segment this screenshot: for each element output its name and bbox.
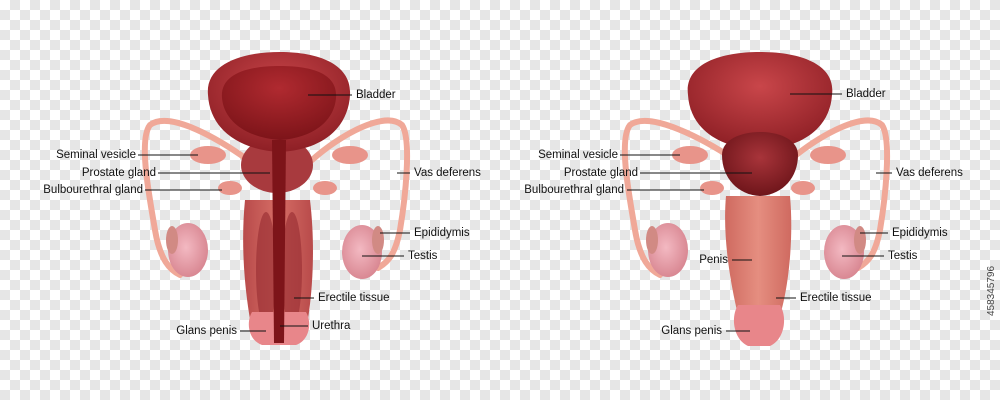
right-pointer-lines xyxy=(620,93,892,332)
image-id-text: 458345796 xyxy=(986,265,997,316)
right-bulbourethral-r xyxy=(791,181,815,195)
left-testis-l xyxy=(168,223,208,277)
left-seminal-vesicle-r xyxy=(332,146,368,164)
right-label-penis: Penis xyxy=(699,254,728,266)
left-vas-deferens-right xyxy=(309,117,411,271)
right-epididymis-r xyxy=(854,226,866,254)
left-urethra xyxy=(272,140,286,343)
right-epididymis-l xyxy=(646,226,658,254)
right-bulbourethral-l xyxy=(700,181,724,195)
left-label-erectile-tissue: Erectile tissue xyxy=(318,292,390,304)
left-bulbourethral-r xyxy=(313,181,337,195)
right-label-vas-deferens: Vas deferens xyxy=(896,167,963,179)
left-label-bulbourethral-gland: Bulbourethral gland xyxy=(43,184,143,196)
left-bulbourethral-l xyxy=(218,181,242,195)
right-label-erectile-tissue: Erectile tissue xyxy=(800,292,872,304)
left-label-urethra: Urethra xyxy=(312,320,351,332)
left-label-prostate-gland: Prostate gland xyxy=(81,167,156,179)
left-diagram-figure xyxy=(141,52,411,345)
left-pointer-lines xyxy=(138,94,410,332)
right-prostate xyxy=(722,132,798,196)
left-corpus-cavernosum-l xyxy=(256,212,276,328)
left-epididymis-l xyxy=(166,226,178,254)
right-label-seminal-vesicle: Seminal vesicle xyxy=(538,149,618,161)
right-testis-l xyxy=(648,223,688,277)
left-label-bladder: Bladder xyxy=(356,89,396,101)
left-label-epididymis: Epididymis xyxy=(414,227,470,239)
right-penis-shaft xyxy=(725,196,792,315)
left-bladder-inner xyxy=(221,66,337,140)
left-testis-r xyxy=(342,225,382,279)
left-label-testis: Testis xyxy=(408,250,438,262)
left-seminal-vesicle-l xyxy=(190,146,226,164)
left-label-seminal-vesicle: Seminal vesicle xyxy=(56,149,136,161)
right-vas-deferens-right xyxy=(787,117,891,271)
right-label-epididymis: Epididymis xyxy=(892,227,948,239)
right-label-glans-penis: Glans penis xyxy=(661,325,722,337)
right-diagram-figure xyxy=(621,52,891,346)
right-vas-deferens-left xyxy=(621,117,738,278)
right-seminal-vesicle-r xyxy=(810,146,846,164)
right-label-testis: Testis xyxy=(888,250,918,262)
left-vas-deferens-left xyxy=(141,117,251,278)
right-seminal-vesicle-l xyxy=(672,146,708,164)
right-glans xyxy=(733,305,785,346)
right-label-bulbourethral-gland: Bulbourethral gland xyxy=(524,184,624,196)
right-label-prostate-gland: Prostate gland xyxy=(563,167,638,179)
right-bladder xyxy=(687,52,833,150)
right-label-bladder: Bladder xyxy=(846,88,886,100)
left-corpus-cavernosum-r xyxy=(282,212,302,328)
right-testis-r xyxy=(824,225,864,279)
left-label-vas-deferens: Vas deferens xyxy=(414,167,481,179)
left-epididymis-r xyxy=(372,226,384,254)
left-label-glans-penis: Glans penis xyxy=(176,325,237,337)
